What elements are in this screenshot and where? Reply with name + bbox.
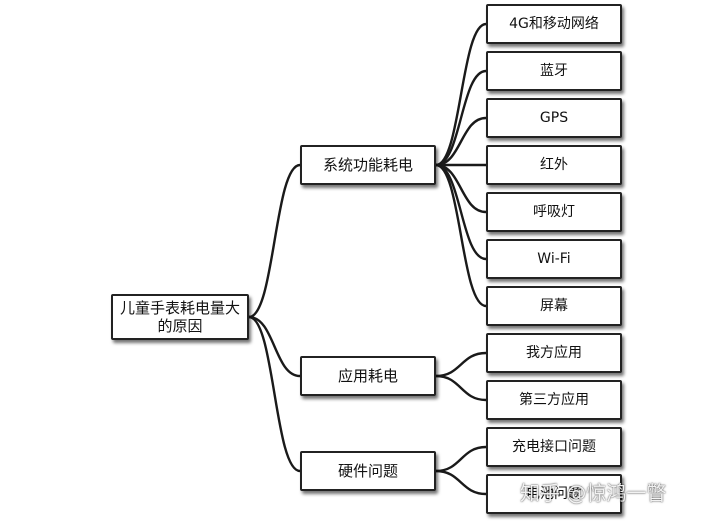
leaf-node-third-party-app: 第三方应用 [486,380,622,420]
leaf-node-wifi: Wi-Fi [486,239,622,279]
leaf-node-breathing-light: 呼吸灯 [486,192,622,232]
leaf-node-label: 充电接口问题 [512,439,596,455]
branch-node-label: 系统功能耗电 [322,156,413,174]
leaf-node-label: GPS [539,110,569,126]
leaf-node-charging-port: 充电接口问题 [486,427,622,467]
branch-node-apps: 应用耗电 [300,356,436,396]
leaf-node-bluetooth: 蓝牙 [486,51,622,91]
leaf-node-label: 红外 [540,157,568,173]
branch-node-label: 应用耗电 [337,367,398,385]
connector-system-leaf-2 [435,116,487,167]
connector-apps-leaf-1 [435,374,487,402]
connector-hardware-leaf-1 [435,469,487,496]
leaf-node-label: 屏幕 [540,298,568,314]
leaf-node-battery: 电池问题 [486,474,622,514]
connector-apps-leaf-0 [435,351,487,378]
connector-root-system [248,163,301,319]
connector-hardware-leaf-0 [435,445,487,473]
leaf-node-label: 蓝牙 [540,63,568,79]
leaf-node-label: Wi-Fi [537,251,571,267]
leaf-node-label: 我方应用 [526,345,582,361]
leaf-node-label: 4G和移动网络 [509,16,599,32]
connector-root-apps [248,315,301,378]
root-node-label: 儿童手表耗电量大的原因 [119,299,240,335]
connector-system-leaf-1 [435,69,487,167]
connector-system-leaf-0 [435,22,487,167]
connector-root-hardware [248,315,301,473]
connector-system-leaf-6 [435,163,487,308]
leaf-node-screen: 屏幕 [486,286,622,326]
leaf-node-4g: 4G和移动网络 [486,4,622,44]
leaf-node-gps: GPS [486,98,622,138]
root-node: 儿童手表耗电量大的原因 [111,294,249,340]
branch-node-system: 系统功能耗电 [300,145,436,185]
branch-node-hardware: 硬件问题 [300,451,436,491]
leaf-node-label: 电池问题 [526,486,582,502]
branch-node-label: 硬件问题 [337,462,398,480]
leaf-node-own-app: 我方应用 [486,333,622,373]
leaf-node-infrared: 红外 [486,145,622,185]
leaf-node-label: 呼吸灯 [533,204,575,220]
leaf-node-label: 第三方应用 [519,392,589,408]
connector-system-leaf-5 [435,163,487,261]
